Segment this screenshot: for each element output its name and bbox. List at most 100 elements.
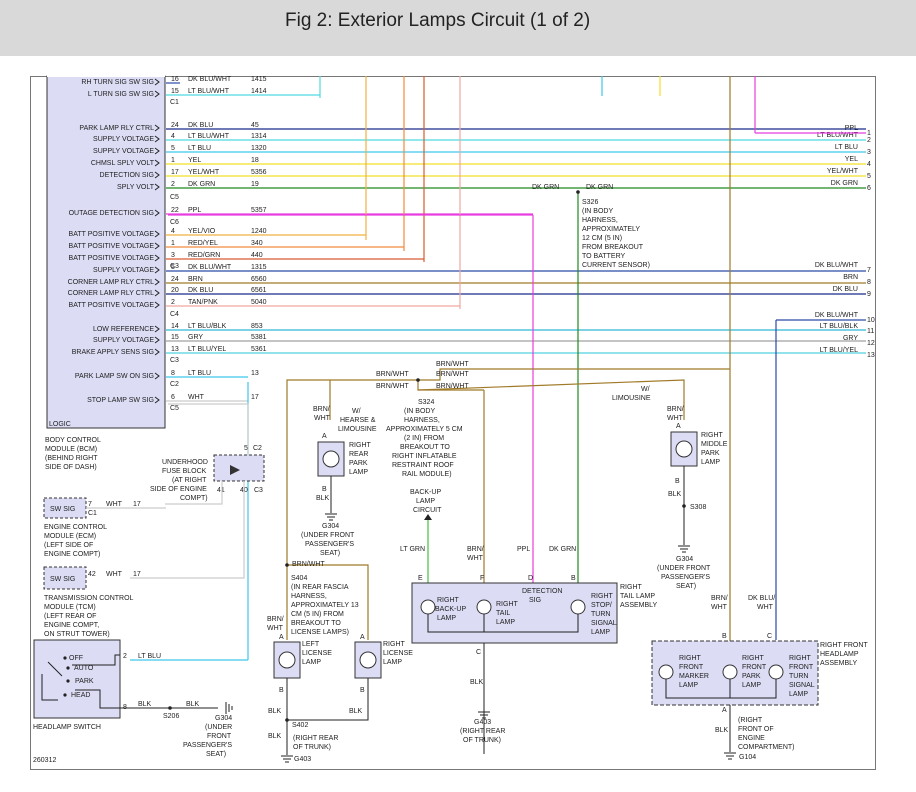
lamp-bulb-icon	[675, 440, 693, 458]
s324-desc-4: (2 IN) FROM	[404, 435, 444, 442]
bcm-pin-number: 2	[171, 299, 175, 306]
fuse-pin-41: 41	[217, 487, 225, 494]
right-license-pin-a: A	[360, 634, 365, 641]
s402-wire: BLK	[268, 733, 282, 740]
front-gnd-desc-3: COMPARTMENT)	[738, 744, 795, 751]
pin-arrow-icon	[154, 183, 160, 191]
s326-desc-7: CURRENT SENSOR)	[582, 262, 650, 269]
ecm-circuit: 17	[133, 501, 141, 508]
front-wire-wht-2: WHT	[757, 604, 774, 611]
bcm-circuit-number: 1240	[251, 228, 267, 235]
bcm-wire-color: RED/GRN	[188, 252, 220, 259]
bcm-logic-label: LOGIC	[49, 421, 71, 428]
tail-lamp-assembly: E F D B C DETECTION SIG RIGHT BACK-UP LA…	[411, 575, 658, 754]
switch-pos-head: HEAD	[71, 692, 90, 699]
tail-gnd-wire: BLK	[470, 679, 484, 686]
fuse-desc-3: SIDE OF ENGINE	[150, 486, 207, 493]
left-license-gnd-wire: BLK	[268, 708, 282, 715]
s326-desc-4: 12 CM (5 IN)	[582, 235, 622, 242]
lamp-bulb-icon	[322, 450, 340, 468]
front-lamp0-2: MARKER	[679, 673, 709, 680]
switch-pos-auto: AUTO	[74, 665, 94, 672]
s324-wire-mid: BRN/WHT	[436, 371, 469, 378]
bcm-pin-number: 17	[171, 169, 179, 176]
pin-arrow-icon	[154, 78, 160, 86]
middle-park-pin-b: B	[675, 478, 680, 485]
left-license-label-0: LEFT	[302, 641, 320, 648]
ecm-conn: C1	[88, 510, 97, 517]
bcm-wire-color: GRY	[188, 334, 203, 341]
rear-park-lamp-body	[317, 441, 345, 477]
front-lamp1-1: FRONT	[742, 664, 767, 671]
tcm-desc-0: TRANSMISSION CONTROL	[44, 595, 134, 602]
bcm-wire-color: TAN/PNK	[188, 299, 218, 306]
ecm-wire: WHT	[106, 501, 123, 508]
bcm-pin-number: 2	[171, 181, 175, 188]
bcm-pin-number: 24	[171, 276, 179, 283]
s326-wire-left: DK GRN	[532, 184, 559, 191]
bcm-pin-number: 16	[171, 76, 179, 83]
tail-assembly-label-0: RIGHT	[620, 584, 643, 591]
middle-park-wire-0: BRN/	[667, 406, 684, 413]
headlamp-switch-body	[33, 639, 121, 719]
tail-wire-wht: WHT	[467, 555, 484, 562]
pin-arrow-icon	[154, 266, 160, 274]
s326-desc-3: APPROXIMATELY	[582, 226, 640, 233]
bcm-pin-number: 4	[171, 133, 175, 140]
right-terminal-number: 10	[867, 317, 875, 324]
s324-desc-2: HARNESS,	[404, 417, 440, 424]
front-assembly-label-1: HEADLAMP	[820, 651, 859, 658]
right-terminal-wire: YEL/WHT	[827, 168, 859, 175]
bcm-connector: C6	[170, 219, 179, 226]
pin-arrow-icon	[154, 289, 160, 297]
bcm-pin-number: 13	[171, 346, 179, 353]
tcm-desc-2: (LEFT REAR OF	[44, 613, 96, 620]
tail-lamp2-0: RIGHT	[591, 593, 614, 600]
front-lamp1-3: LAMP	[742, 682, 761, 689]
tcm-wire: WHT	[106, 571, 123, 578]
tail-assembly-body	[411, 582, 618, 644]
backup-label-0: BACK-UP	[410, 489, 441, 496]
right-terminal-number: 8	[867, 279, 871, 286]
s402-label: S402	[292, 722, 308, 729]
bcm-connector: C5	[170, 405, 179, 412]
bcm-pin-number: 8	[171, 370, 175, 377]
tail-lamp1-1: TAIL	[496, 610, 510, 617]
s324-wire-lower-right: BRN/WHT	[436, 383, 469, 390]
left-license-label-2: LAMP	[302, 659, 321, 666]
s402-desc-1: OF TRUNK)	[293, 744, 331, 751]
front-lamp2-4: LAMP	[789, 691, 808, 698]
right-terminal-wire: DK BLU	[833, 286, 858, 293]
bcm-circuit-number: 19	[251, 181, 259, 188]
fuse-conn-c3: C3	[254, 487, 263, 494]
rear-park-gnd-wire: BLK	[316, 495, 330, 502]
s404-desc-2: HARNESS,	[291, 593, 327, 600]
tcm-desc-4: ON STRUT TOWER)	[44, 631, 110, 638]
right-terminal-number: 5	[867, 173, 871, 180]
right-terminal-number: 4	[867, 161, 871, 168]
fuse-desc-0: UNDERHOOD	[162, 459, 208, 466]
bcm-wire-color: LT BLU/YEL	[188, 346, 226, 353]
bcm-pin-label: BRAKE APPLY SENS SIG	[72, 349, 154, 356]
bcm-pin-number: 3	[171, 252, 175, 259]
bcm-connector: C5	[170, 194, 179, 201]
s326-desc-2: HARNESS,	[582, 217, 618, 224]
bcm-pin-label: BATT POSITIVE VOLTAGE	[69, 302, 155, 309]
ecm-desc-3: ENGINE COMPT)	[44, 551, 100, 558]
bcm-pin-label: BATT POSITIVE VOLTAGE	[69, 255, 155, 262]
figure-id: 260312	[33, 757, 56, 764]
s404-desc-5: BREAKOUT TO	[291, 620, 341, 627]
switch-label: HEADLAMP SWITCH	[33, 724, 101, 731]
left-license-wire-0: BRN/	[267, 616, 284, 623]
tcm-circuit: 17	[133, 571, 141, 578]
pin-arrow-icon	[154, 147, 160, 155]
bcm-pin-number: 5	[171, 145, 175, 152]
switch-wire-ltblu: LT BLU	[138, 653, 161, 660]
led-icon	[476, 599, 492, 615]
bcm-pin-label: SUPPLY VOLTAGE	[93, 136, 154, 143]
tail-assembly-label-2: ASSEMBLY	[620, 602, 658, 609]
